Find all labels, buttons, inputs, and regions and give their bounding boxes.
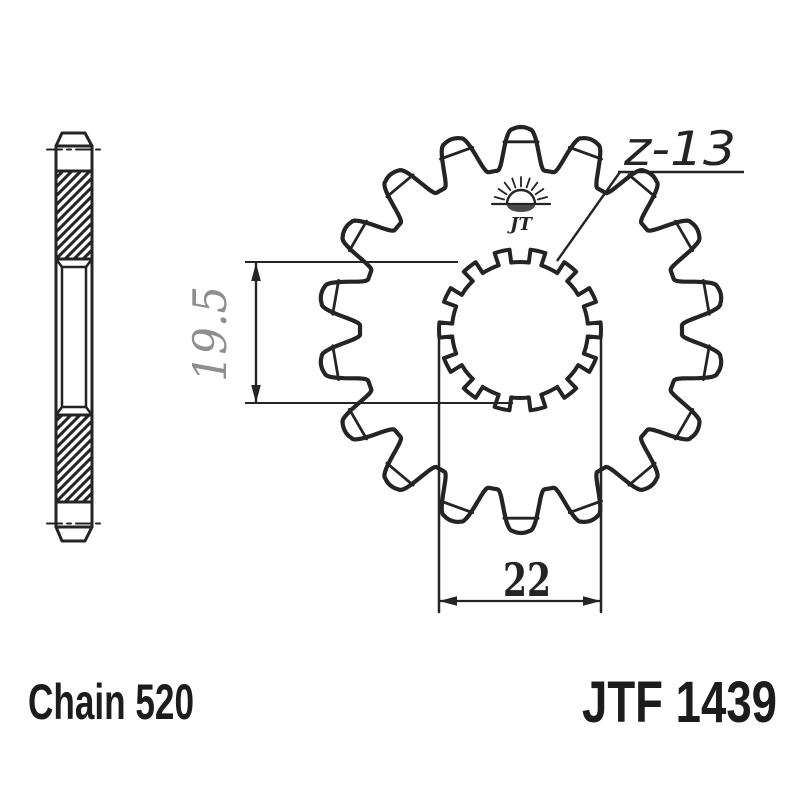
side-view: [46, 131, 104, 543]
front-view: [318, 124, 724, 614]
teeth-count-label: z-13: [623, 122, 736, 177]
side-top-hatch: [54, 169, 94, 261]
jt-logo: JT: [490, 176, 552, 235]
teeth-annotation: z-13: [556, 122, 744, 262]
chain-size-label: Chain 520: [28, 674, 194, 730]
side-top-tooth-cap: [54, 131, 94, 148]
side-bottom-hatch: [54, 413, 94, 504]
tooth-chamfer-lines: [331, 140, 711, 520]
dim-label-22: 22: [503, 553, 551, 607]
part-number-label: JTF 1439: [582, 670, 777, 735]
sprocket-outline: [318, 124, 724, 536]
spline-bore-outline: [437, 247, 603, 413]
dim-label-19-5: 19.5: [183, 286, 237, 382]
dimension-shaft-diameter: 22: [439, 553, 601, 607]
arrow-left-icon: [439, 596, 457, 606]
arrow-down-icon: [251, 385, 261, 403]
logo-sun-shade: [507, 205, 535, 212]
side-bottom-tooth-cap: [54, 525, 94, 543]
logo-text: JT: [507, 214, 534, 235]
dimension-spline-width: 19.5: [183, 261, 513, 404]
arrow-right-icon: [583, 596, 601, 606]
arrow-up-icon: [251, 263, 261, 281]
logo-sun-rays: [494, 176, 548, 201]
logo-sun-arc: [505, 188, 537, 206]
annotation-leader-line: [556, 171, 621, 262]
